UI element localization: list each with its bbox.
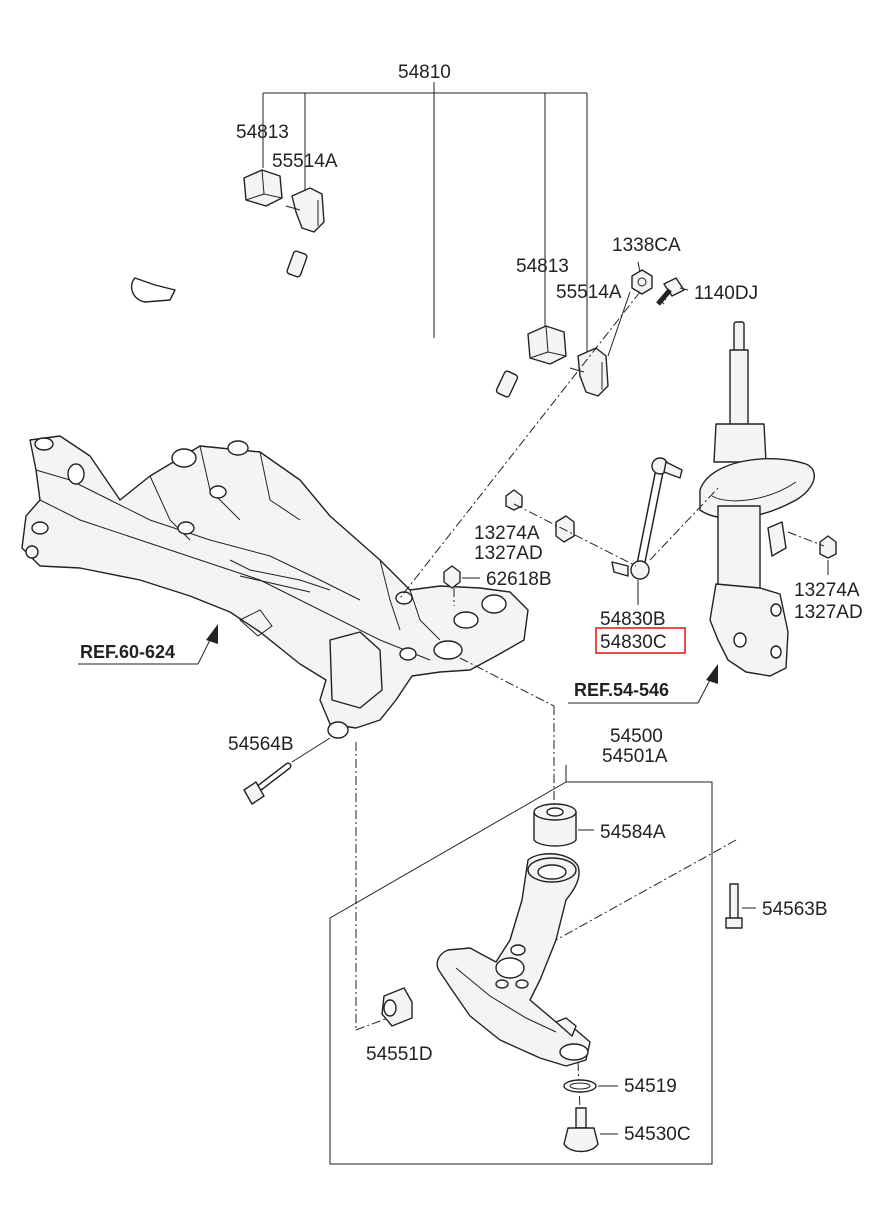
label-54519: 54519 [624, 1076, 677, 1097]
bolt-front [243, 737, 331, 805]
snap-ring [563, 1079, 618, 1093]
label-13274a-link: 13274A [474, 523, 540, 544]
bushing-rear [533, 803, 594, 847]
label-54530c: 54530C [624, 1124, 691, 1145]
label-1327ad-link: 1327AD [474, 543, 543, 564]
label-54813-right: 54813 [516, 256, 569, 277]
label-54563b: 54563B [762, 899, 828, 920]
label-54810: 54810 [398, 62, 451, 83]
label-ref-crossmember: REF.60-624 [80, 642, 175, 662]
label-55514a-right: 55514A [556, 282, 622, 303]
ref-arrow-crossmember [78, 624, 218, 665]
label-54813-left: 54813 [236, 122, 289, 143]
label-54551d: 54551D [366, 1044, 433, 1065]
bracket-right [569, 347, 609, 397]
bracket-left [285, 187, 325, 233]
label-13274a-strut: 13274A [794, 580, 860, 601]
stabilizer-link [611, 457, 683, 580]
bolt-top [656, 277, 685, 306]
leader-lines-misc [462, 261, 829, 605]
stabilizer-bar [130, 226, 633, 538]
dash-lines [355, 291, 825, 1111]
label-1140dj: 1140DJ [694, 283, 758, 304]
label-54564b: 54564B [228, 734, 294, 755]
ball-joint [563, 1107, 618, 1153]
highlight-box-54830c [595, 627, 686, 654]
label-1338ca: 1338CA [612, 235, 681, 256]
lower-arm-box [329, 765, 713, 1165]
label-55514a-left: 55514A [272, 151, 338, 172]
nut-link [505, 489, 575, 543]
label-62618b: 62618B [486, 569, 552, 590]
ref-arrow-strut [568, 664, 718, 704]
label-54501a: 54501A [602, 746, 668, 767]
bushing-left [243, 169, 283, 207]
bolt-rear [725, 883, 756, 929]
label-54830c: 54830C [600, 632, 667, 653]
bushing-right [527, 325, 567, 365]
label-54500: 54500 [610, 726, 663, 747]
label-ref-strut: REF.54-546 [574, 680, 669, 700]
nut-crossmember [443, 565, 461, 589]
lower-arm [436, 853, 591, 1067]
strut-assembly [699, 321, 837, 677]
crossmember [21, 435, 529, 739]
bushing-front [381, 987, 413, 1027]
leader-lines-stabilizer [262, 82, 588, 360]
label-54830b: 54830B [600, 609, 666, 630]
label-1327ad-strut: 1327AD [794, 602, 863, 623]
nut-top [631, 269, 653, 295]
label-54584a: 54584A [600, 822, 666, 843]
